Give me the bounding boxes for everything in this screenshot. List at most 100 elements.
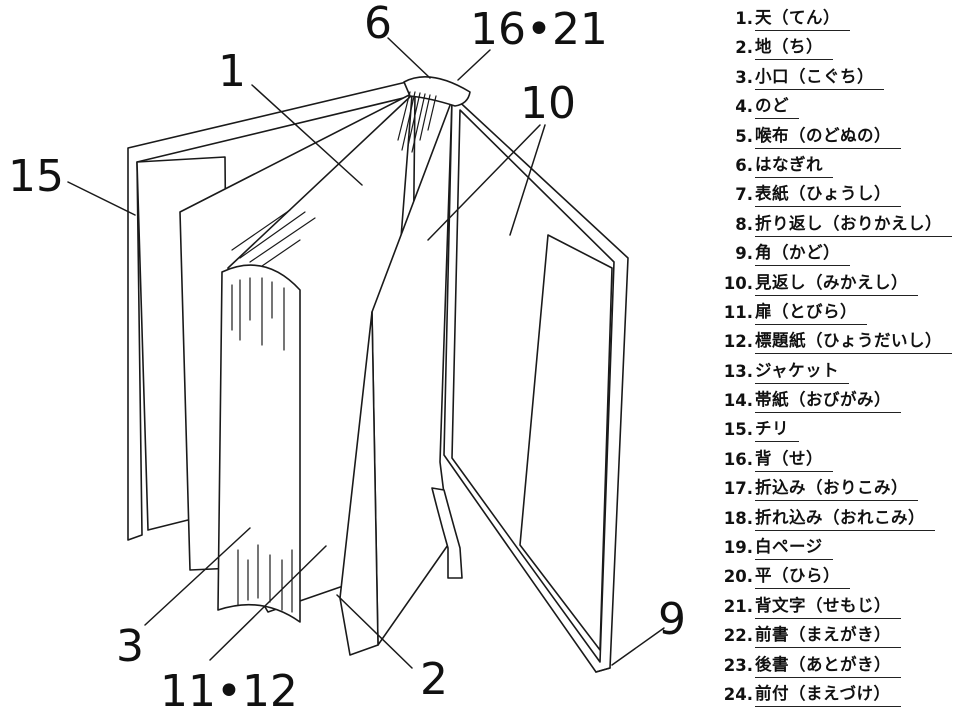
legend-item: 18.折れ込み（おれこみ） [722, 506, 962, 535]
legend-item: 13.ジャケット [722, 359, 962, 388]
legend-item: 22.前書（まえがき） [722, 623, 962, 652]
leader-11-12 [209, 545, 327, 661]
callout-9: 9 [658, 594, 686, 645]
corner-edge [595, 667, 611, 673]
leader-10a [427, 124, 541, 241]
legend-item: 15.チリ [722, 417, 962, 446]
leader-2 [336, 594, 413, 669]
legend-number: 11. [723, 302, 753, 322]
legend-number: 24. [723, 684, 753, 704]
legend-number: 17. [723, 479, 753, 499]
bookmark-ribbon [431, 487, 463, 579]
legend-term-link[interactable]: 折り返し（おりかえし） [755, 212, 952, 237]
legend-number: 5. [735, 126, 753, 146]
legend-term-link[interactable]: 天（てん） [755, 6, 850, 31]
legend-number: 16. [723, 449, 753, 469]
leader-15 [67, 181, 136, 216]
callout-3: 3 [116, 621, 144, 672]
legend-number: 15. [723, 420, 753, 440]
legend-term-link[interactable]: のど [755, 94, 799, 120]
legend-number: 2. [735, 38, 753, 58]
middle-page-back [339, 311, 379, 656]
legend-term-link[interactable]: 白ページ [755, 535, 833, 561]
legend-term-link[interactable]: 後書（あとがき） [755, 653, 901, 678]
legend-item: 9.角（かど） [722, 241, 962, 270]
legend-item: 6.はなぎれ [722, 153, 962, 182]
legend-item: 19.白ページ [722, 535, 962, 564]
legend-item: 8.折り返し（おりかえし） [722, 212, 962, 241]
legend-term-link[interactable]: 前書（まえがき） [755, 623, 901, 649]
leader-lines [67, 37, 665, 669]
legend-item: 23.後書（あとがき） [722, 653, 962, 682]
leader-1 [251, 84, 363, 186]
legend-term-link[interactable]: 平（ひら） [755, 564, 850, 590]
legend-term-link[interactable]: 標題紙（ひょうだいし） [755, 329, 952, 355]
legend-term-link[interactable]: 喉布（のどぬの） [755, 124, 901, 149]
legend-number: 1. [735, 9, 753, 28]
legend-item: 5.喉布（のどぬの） [722, 124, 962, 153]
legend-number: 9. [735, 244, 753, 264]
book-illustration [67, 37, 665, 673]
legend-number: 14. [723, 391, 753, 411]
legend-number: 7. [735, 185, 753, 205]
legend-number: 12. [723, 332, 753, 352]
legend-number: 13. [723, 361, 753, 381]
leader-6 [387, 37, 431, 79]
legend-item: 24.前付（まえづけ） [722, 682, 962, 711]
legend-term-link[interactable]: チリ [755, 417, 799, 443]
legend-term-link[interactable]: 背（せ） [755, 447, 833, 472]
callout-11-12: 11•12 [160, 666, 298, 717]
legend-number: 8. [735, 214, 753, 234]
leader-9 [611, 627, 665, 666]
legend-number: 3. [735, 67, 753, 87]
legend-item: 12.標題紙（ひょうだいし） [722, 329, 962, 358]
legend-term-link[interactable]: 小口（こぐち） [755, 65, 884, 90]
legend-number: 10. [723, 273, 753, 293]
legend-item: 10.見返し（みかえし） [722, 271, 962, 300]
fore-edge-hatching [231, 209, 316, 613]
legend-item: 2.地（ち） [722, 35, 962, 64]
callout-6: 6 [364, 0, 392, 49]
legend-term-link[interactable]: 折れ込み（おれこみ） [755, 506, 935, 531]
legend-item: 21.背文字（せもじ） [722, 594, 962, 623]
legend-number: 19. [723, 538, 753, 558]
front-cover-turn-in [519, 234, 613, 651]
legend-item: 11.扉（とびら） [722, 300, 962, 329]
spine-threads [397, 91, 437, 153]
legend-number: 20. [723, 567, 753, 587]
legend-term-link[interactable]: 表紙（ひょうし） [755, 182, 901, 208]
callout-16-21: 16•21 [470, 4, 608, 55]
callout-10: 10 [520, 78, 576, 129]
legend-item: 7.表紙（ひょうし） [722, 182, 962, 211]
callout-15: 15 [8, 151, 64, 202]
legend-term-link[interactable]: 扉（とびら） [755, 300, 867, 325]
legend-term-link[interactable]: はなぎれ [755, 153, 833, 178]
legend-term-link[interactable]: 見返し（みかえし） [755, 271, 918, 296]
legend-number: 23. [723, 655, 753, 675]
legend-term-link[interactable]: 折込み（おりこみ） [755, 476, 918, 502]
leader-10b [509, 124, 546, 236]
text-block-fore-edge [217, 264, 301, 623]
callout-1: 1 [218, 46, 246, 97]
legend-term-link[interactable]: 帯紙（おびがみ） [755, 388, 901, 414]
legend-number: 22. [723, 626, 753, 646]
legend-item: 20.平（ひら） [722, 564, 962, 593]
legend-number: 21. [723, 596, 753, 616]
legend-item: 17.折込み（おりこみ） [722, 476, 962, 505]
legend-number: 18. [723, 508, 753, 528]
legend-term-link[interactable]: 地（ち） [755, 35, 833, 61]
legend-number: 6. [735, 155, 753, 175]
legend-term-link[interactable]: 背文字（せもじ） [755, 594, 901, 619]
leader-3 [144, 527, 251, 626]
legend-term-link[interactable]: 前付（まえづけ） [755, 682, 901, 707]
legend-item: 14.帯紙（おびがみ） [722, 388, 962, 417]
legend-item: 1.天（てん） [722, 6, 962, 35]
headband [403, 76, 471, 107]
legend-number: 4. [735, 97, 753, 117]
legend-term-link[interactable]: 角（かど） [755, 241, 850, 267]
legend-term-link[interactable]: ジャケット [755, 359, 850, 384]
legend-item: 3.小口（こぐち） [722, 65, 962, 94]
book-parts-diagram: 1 6 16•21 10 15 3 11•12 2 9 [8, 0, 686, 717]
leader-16-21 [457, 49, 491, 81]
